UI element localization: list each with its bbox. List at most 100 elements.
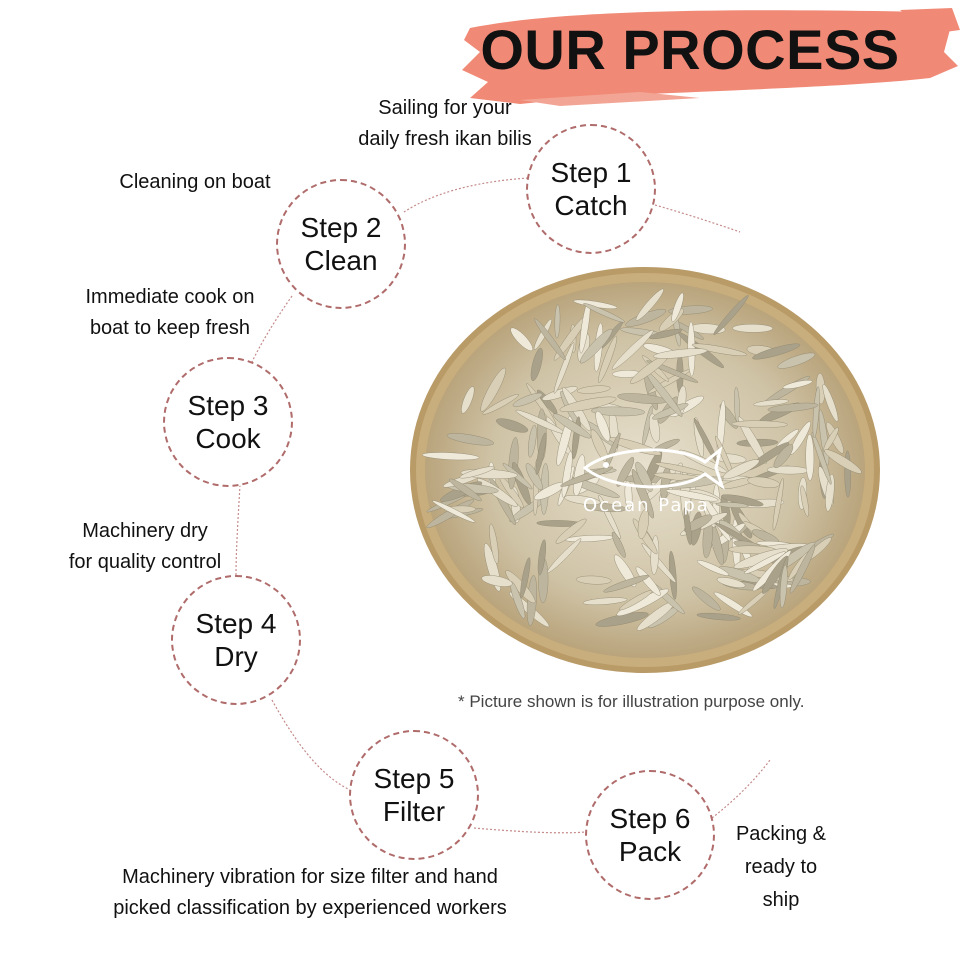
- anchovy-shape: [812, 386, 820, 439]
- anchovy-shape: [564, 495, 601, 505]
- step-1-name: Catch: [554, 190, 628, 221]
- anchovy-shape: [691, 343, 747, 357]
- step-3-number: Step 3: [187, 390, 269, 421]
- anchovy-shape: [576, 575, 612, 585]
- anchovy-shape: [585, 503, 627, 513]
- anchovy-shape: [542, 386, 578, 401]
- step-2-name: Clean: [304, 245, 378, 276]
- anchovy-shape: [512, 392, 543, 407]
- anchovy-shape: [692, 586, 721, 611]
- anchovy-shape: [683, 514, 713, 533]
- step-3-cook: Step 3 Cook: [163, 357, 293, 487]
- anchovy-shape: [752, 343, 801, 360]
- anchovy-shape: [583, 303, 625, 323]
- anchovy-shape: [777, 352, 816, 369]
- anchovy-shape: [789, 421, 811, 455]
- anchovy-shape: [502, 463, 533, 490]
- anchovy-shape: [525, 463, 543, 491]
- anchovy-shape: [767, 402, 819, 413]
- anchovy-shape: [753, 399, 789, 407]
- step-2-description: Cleaning on boat: [100, 167, 290, 198]
- anchovy-shape: [635, 288, 664, 321]
- anchovy-shape: [432, 500, 476, 523]
- anchovy-shape: [631, 469, 655, 519]
- step-6-number: Step 6: [609, 803, 691, 834]
- step-5-number: Step 5: [373, 763, 455, 794]
- anchovy-shape: [737, 416, 767, 465]
- anchovy-shape: [823, 427, 839, 452]
- anchovy-shape: [496, 418, 529, 433]
- step-6-pack: Step 6 Pack: [585, 770, 715, 900]
- anchovy-shape: [671, 292, 684, 323]
- step-6-desc-line: ship: [762, 889, 800, 911]
- anchovy-shape: [559, 396, 617, 412]
- anchovy-shape: [772, 478, 784, 531]
- anchovy-shape: [782, 380, 813, 389]
- step-5-name: Filter: [382, 796, 446, 827]
- anchovy-shape: [715, 502, 749, 508]
- anchovy-shape: [611, 531, 626, 558]
- anchovy-shape: [616, 457, 635, 487]
- anchovy-shape: [716, 577, 746, 588]
- anchovy-shape: [579, 299, 591, 354]
- anchovy-shape: [555, 518, 587, 544]
- anchovy-shape: [800, 485, 809, 517]
- anchovy-shape: [553, 342, 575, 394]
- anchovy-shape: [825, 474, 835, 512]
- step-4-dry: Step 4 Dry: [171, 575, 301, 705]
- anchovy-shape: [652, 403, 689, 420]
- anchovy-shape: [582, 597, 628, 606]
- anchovy-shape: [481, 575, 513, 587]
- step-6-desc-line: Packing &: [735, 823, 827, 845]
- anchovy-shape: [611, 329, 654, 370]
- step-2-clean: Step 2 Clean: [276, 179, 406, 309]
- step-3-description: Immediate cook on boat to keep fresh: [60, 282, 280, 344]
- anchovy-shape: [477, 478, 518, 507]
- step-5-desc-line: picked classification by experienced wor…: [113, 897, 507, 919]
- anchovy-shape: [637, 509, 650, 540]
- step-5-desc-line: Machinery vibration for size filter and …: [122, 866, 498, 888]
- page-title: OUR PROCESS: [480, 18, 900, 81]
- step-6-name: Pack: [618, 836, 682, 867]
- step-5-description: Machinery vibration for size filter and …: [60, 862, 560, 924]
- anchovy-shape: [635, 566, 661, 596]
- anchovy-shape: [648, 328, 683, 340]
- anchovy-shape: [560, 466, 613, 487]
- anchovy-shape: [489, 523, 499, 564]
- anchovy-shape: [461, 386, 475, 414]
- anchovy-shape: [577, 385, 611, 394]
- anchovy-shape: [547, 538, 582, 574]
- anchovy-shape: [731, 420, 788, 428]
- anchovy-shape: [653, 348, 708, 359]
- step-5-filter: Step 5 Filter: [349, 730, 479, 860]
- anchovy-shape: [824, 449, 862, 474]
- anchovy-shape: [789, 544, 816, 594]
- anchovy-shape: [422, 452, 480, 461]
- anchovy-shape: [480, 367, 506, 412]
- step-3-desc-line: boat to keep fresh: [89, 317, 251, 339]
- anchovy-shape: [762, 555, 789, 594]
- anchovy-shape: [635, 461, 653, 492]
- anchovy-shape: [591, 406, 645, 417]
- step-1-description: Sailing for your daily fresh ikan bilis: [330, 93, 560, 155]
- step-3-desc-line: Immediate cook on: [85, 286, 255, 308]
- step-4-description: Machinery dry for quality control: [50, 516, 240, 578]
- step-2-number: Step 2: [300, 212, 382, 243]
- anchovy-shape: [534, 318, 566, 361]
- anchovy-shape: [537, 539, 546, 576]
- step-3-name: Cook: [195, 423, 261, 454]
- anchovy-shape: [459, 466, 495, 479]
- anchovy-shape: [446, 433, 495, 446]
- anchovy-shape: [683, 507, 692, 546]
- anchovy-shape: [520, 557, 531, 599]
- step-4-number: Step 4: [195, 608, 277, 639]
- brand-logo-text: Ocean Papa: [583, 495, 710, 516]
- anchovy-shape: [530, 347, 543, 382]
- anchovy-shape: [554, 304, 561, 339]
- anchovy-shape: [648, 413, 661, 443]
- step-4-desc-line: for quality control: [68, 551, 222, 573]
- step-6-description: Packing & ready to ship: [722, 818, 840, 917]
- title-banner: [462, 8, 960, 106]
